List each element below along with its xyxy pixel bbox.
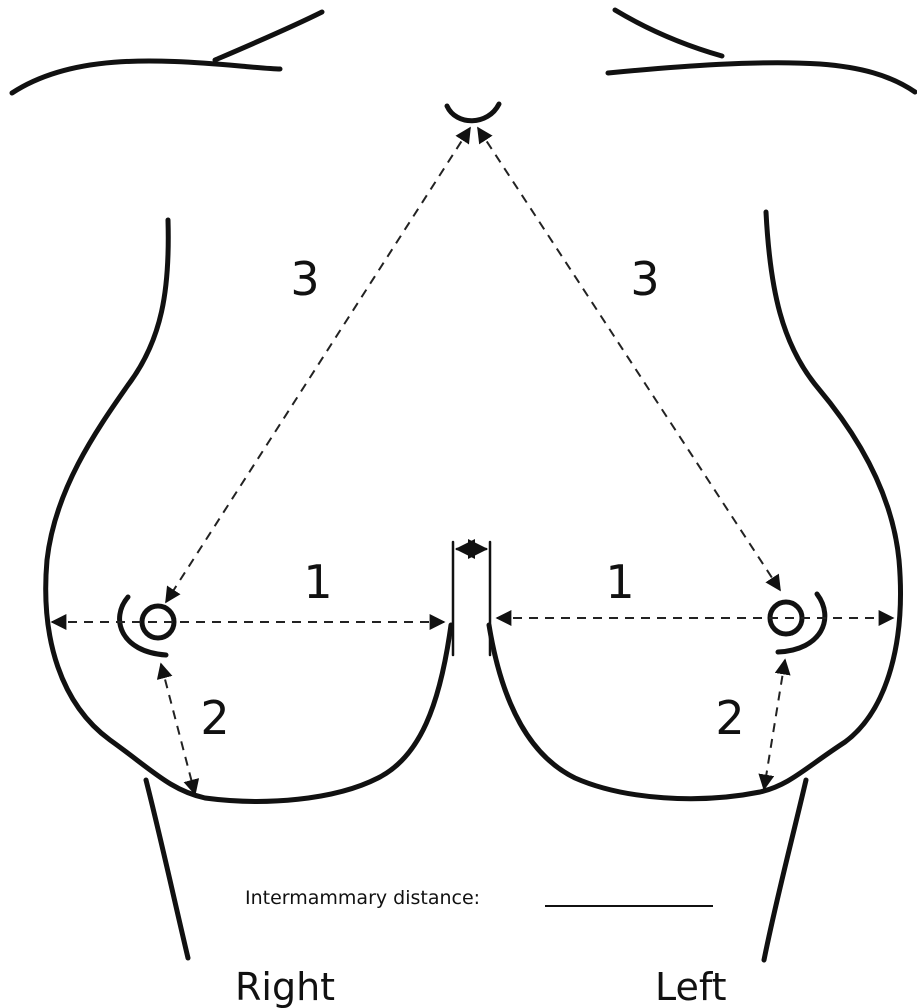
right-measure-1-label: 1 xyxy=(303,555,332,609)
left-breast-outline xyxy=(489,212,900,799)
intermammary-distance-label: Intermammary distance: xyxy=(245,887,480,909)
left-measure-1-label: 1 xyxy=(605,555,634,609)
left-torso-line xyxy=(764,780,806,960)
right-clavicle-line xyxy=(215,12,322,60)
left-measure-2-arrow xyxy=(764,660,785,789)
right-measure-2-label: 2 xyxy=(200,691,229,745)
left-measure-3-label: 3 xyxy=(630,252,659,306)
left-shoulder-line xyxy=(608,63,915,92)
right-measure-3-label: 3 xyxy=(290,252,319,306)
right-shoulder-line xyxy=(12,61,280,93)
left-measure-2-label: 2 xyxy=(715,691,744,745)
right-side-label: Right xyxy=(235,965,335,1008)
left-clavicle-line xyxy=(615,10,722,56)
right-torso-line xyxy=(146,780,188,958)
left-side-label: Left xyxy=(655,965,727,1008)
sternal-notch xyxy=(447,104,499,121)
right-measure-3-arrow xyxy=(166,128,470,602)
right-measure-2-arrow xyxy=(161,664,195,794)
left-measure-3-arrow xyxy=(478,128,780,590)
right-breast-outline xyxy=(46,220,451,801)
